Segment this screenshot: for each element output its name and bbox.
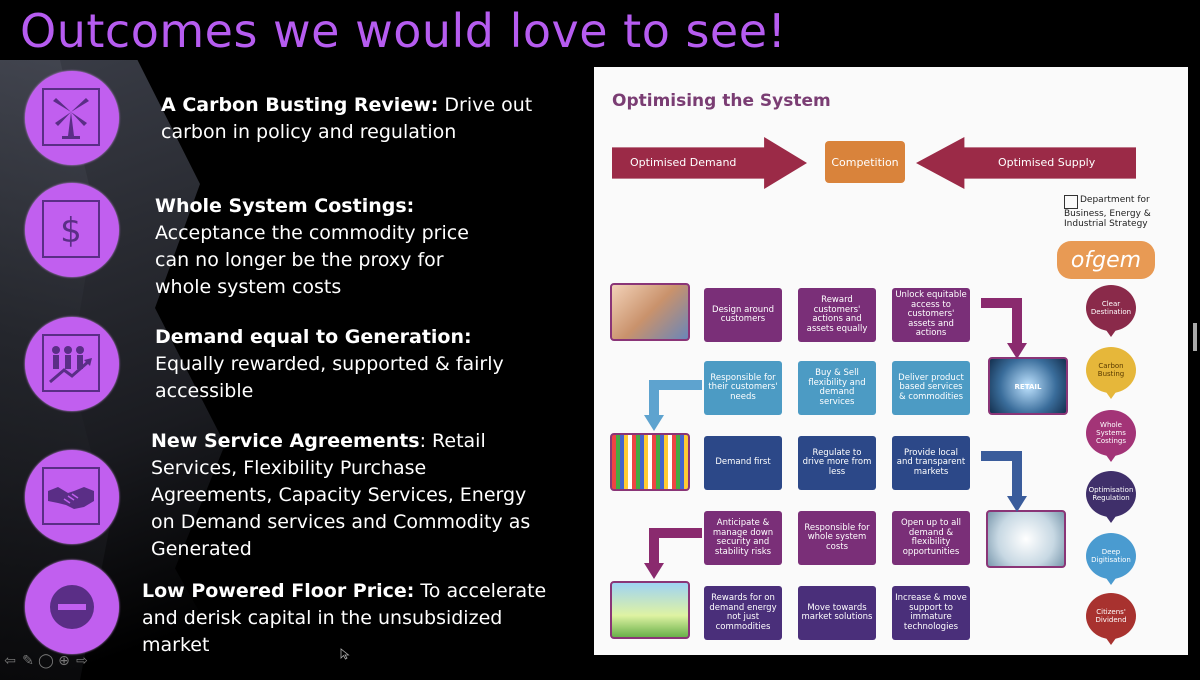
svg-text:$: $: [60, 211, 82, 251]
connector-arrow-green: [644, 528, 702, 579]
presentation-controls: ⇦ ✎ ◯ ⊕ ⇨: [2, 653, 90, 669]
bullet-body: Drive out carbon in policy and regulatio…: [161, 94, 533, 143]
beis-text: Department for Business, Energy & Indust…: [1064, 195, 1151, 229]
bullet-text-5: Low Powered Floor Price: To accelerate a…: [142, 578, 572, 659]
tile-rewards-demand: Rewards for on demand energy not just co…: [704, 586, 782, 640]
bullet-heading: Low Powered Floor Price:: [142, 580, 415, 602]
more-icon[interactable]: ⊕: [58, 653, 70, 669]
next-slide-icon[interactable]: ⇨: [76, 653, 88, 669]
tile-immature-tech: Increase & move support to immature tech…: [892, 586, 970, 640]
network-graphic: [610, 433, 690, 491]
bullet-body: Equally rewarded, supported & fairly acc…: [155, 353, 504, 402]
tile-local-markets: Provide local and transparent markets: [892, 436, 970, 490]
gears-image: [986, 510, 1066, 568]
bullet-text-3: Demand equal to Generation: Equally rewa…: [155, 324, 535, 405]
tile-open-up: Open up to all demand & flexibility oppo…: [892, 511, 970, 565]
scroll-handle[interactable]: [1193, 323, 1197, 351]
tile-anticipate: Anticipate & manage down security and st…: [704, 511, 782, 565]
bullet-circle-1: [25, 71, 119, 165]
competition-box: Competition: [825, 141, 905, 183]
tile-responsible-customers: Responsible for their customers' needs: [704, 361, 782, 415]
bullet-circle-5: [25, 560, 119, 654]
tile-demand-first: Demand first: [704, 436, 782, 490]
handshake-icon: [48, 487, 94, 509]
bullet-heading: Whole System Costings:: [155, 195, 415, 217]
retail-globe-image: RETAIL: [988, 357, 1068, 415]
optimising-system-diagram: Optimising the System Optimised Demand C…: [594, 67, 1188, 655]
windmill-icon: [53, 98, 89, 139]
pen-icon[interactable]: ✎: [22, 653, 34, 669]
pin-citizens-dividend: Citizens' Dividend: [1086, 593, 1136, 645]
slides-icon[interactable]: ◯: [38, 653, 54, 669]
tile-buy-sell: Buy & Sell flexibility and demand servic…: [798, 361, 876, 415]
pin-clear-destination: Clear Destination: [1086, 285, 1136, 337]
green-energy-photo: [610, 581, 690, 639]
bullet-heading: A Carbon Busting Review:: [161, 94, 439, 116]
slide-title: Outcomes we would love to see!: [20, 4, 787, 58]
arrow-label: Optimised Demand: [630, 156, 737, 169]
retail-label: RETAIL: [1014, 383, 1042, 391]
connector-arrow-retail: [981, 298, 1027, 359]
pin-deep-digitisation: Deep Digitisation: [1086, 533, 1136, 585]
people-growth-icon: [49, 346, 92, 384]
ofgem-logo: ofgem: [1057, 241, 1155, 279]
bullet-body: Acceptance the commodity price can no lo…: [155, 222, 469, 298]
bullet-circle-2: $: [25, 183, 119, 277]
bullet-circle-4: [25, 450, 119, 544]
bullet-body: : Retail Services, Flexibility Purchase …: [151, 430, 531, 560]
previous-slide-icon[interactable]: ⇦: [4, 653, 16, 669]
optimised-supply-arrow: Optimised Supply: [916, 137, 1136, 189]
pin-whole-systems: Whole Systems Costings: [1086, 410, 1136, 462]
arrow-label: Optimised Supply: [998, 156, 1096, 169]
tile-deliver-product: Deliver product based services & commodi…: [892, 361, 970, 415]
pin-optimisation-regulation: Optimisation Regulation: [1086, 471, 1136, 523]
bullet-text-1: A Carbon Busting Review: Drive out carbo…: [161, 92, 561, 146]
tile-regulate: Regulate to drive more from less: [798, 436, 876, 490]
family-photo: [610, 283, 690, 341]
connector-arrow-network: [644, 380, 702, 431]
tile-design-around-customers: Design around customers: [704, 288, 782, 342]
dollar-icon: $: [60, 211, 82, 251]
tile-reward-customers: Reward customers' actions and assets equ…: [798, 288, 876, 342]
connector-arrow-gears: [981, 451, 1027, 512]
tile-unlock-access: Unlock equitable access to customers' as…: [892, 288, 970, 342]
tile-whole-system: Responsible for whole system costs: [798, 511, 876, 565]
bullet-text-2: Whole System Costings: Acceptance the co…: [155, 193, 485, 301]
tile-market-solutions: Move towards market solutions: [798, 586, 876, 640]
diagram-title: Optimising the System: [612, 91, 831, 111]
beis-logo: Department for Business, Energy & Indust…: [1064, 195, 1154, 229]
bullet-heading: Demand equal to Generation:: [155, 326, 472, 348]
bullet-text-4: New Service Agreements: Retail Services,…: [151, 428, 531, 563]
pin-carbon-busting: Carbon Busting: [1086, 347, 1136, 399]
optimised-demand-arrow: Optimised Demand: [612, 137, 807, 189]
bullet-heading: New Service Agreements: [151, 430, 420, 452]
minus-icon: [50, 585, 94, 629]
crest-icon: [1064, 195, 1078, 209]
bullet-body: To accelerate and derisk capital in the …: [142, 580, 547, 656]
bullet-circle-3: [25, 317, 119, 411]
mouse-pointer-icon: [340, 648, 350, 660]
